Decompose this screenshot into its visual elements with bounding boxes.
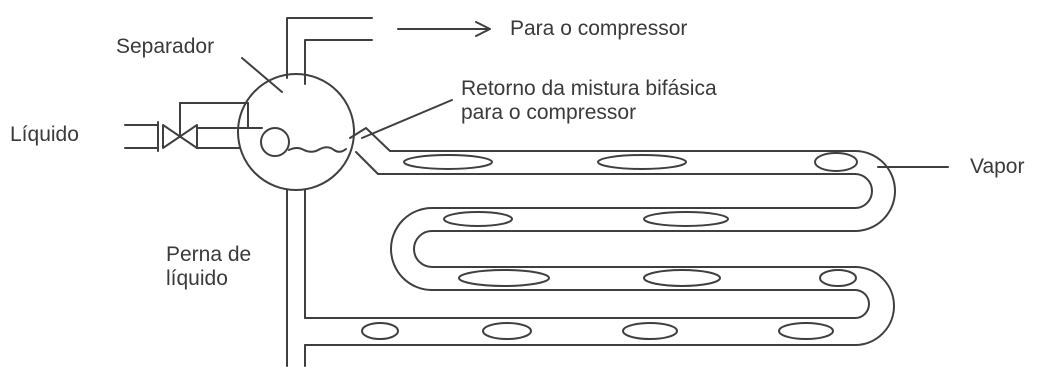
coil-bend-left-inner [413, 230, 433, 268]
coil-bend-right-upper [854, 150, 896, 232]
coil-bend-right-upper-inner [854, 173, 873, 209]
compressor-arrow [397, 21, 491, 37]
coil-bend-right-lower-inner [854, 289, 870, 319]
float-ball [260, 127, 290, 157]
vapor-bubble [597, 154, 687, 170]
liquid-leg-label-line2: líquido [166, 267, 228, 290]
vapor-bubble [458, 269, 550, 287]
vapor-bubble [361, 322, 399, 340]
return-leader [361, 99, 453, 139]
vapor-bubble [643, 211, 729, 227]
separator-vessel [237, 73, 355, 191]
coil-bend-left [390, 207, 433, 291]
coil-bend-right-lower [854, 266, 895, 346]
vapor-bubble [443, 211, 513, 227]
liquid-inlet-line [124, 121, 159, 152]
vapor-bubbles [361, 152, 858, 340]
vapor-bubble [643, 269, 721, 287]
liquid-leg-label-line1: Perna de [166, 243, 252, 266]
liquid-leg [286, 189, 306, 367]
vapor-bubble [403, 154, 493, 170]
liquid-label: Líquido [10, 123, 79, 146]
return-label-line1: Retorno da mistura bifásica [461, 77, 717, 100]
vapor-bubble [819, 269, 857, 287]
liquid-level-line [288, 146, 347, 153]
vapor-bubble [622, 322, 678, 340]
separator-leader [241, 57, 283, 93]
coil-bottom-run [304, 317, 856, 346]
coil-run-1 [349, 127, 856, 175]
compressor-label: Para o compressor [510, 17, 688, 40]
expansion-valve [162, 102, 263, 149]
coil-run-3 [431, 266, 856, 291]
vapor-bubble [814, 152, 858, 172]
coil-run-2 [431, 207, 856, 232]
vapor-bubble [778, 322, 834, 340]
suction-pipe [286, 17, 373, 85]
vapor-label: Vapor [970, 155, 1025, 178]
separator-label: Separador [116, 35, 215, 58]
vapor-bubble [482, 322, 532, 340]
return-label-line2: para o compressor [461, 101, 637, 124]
